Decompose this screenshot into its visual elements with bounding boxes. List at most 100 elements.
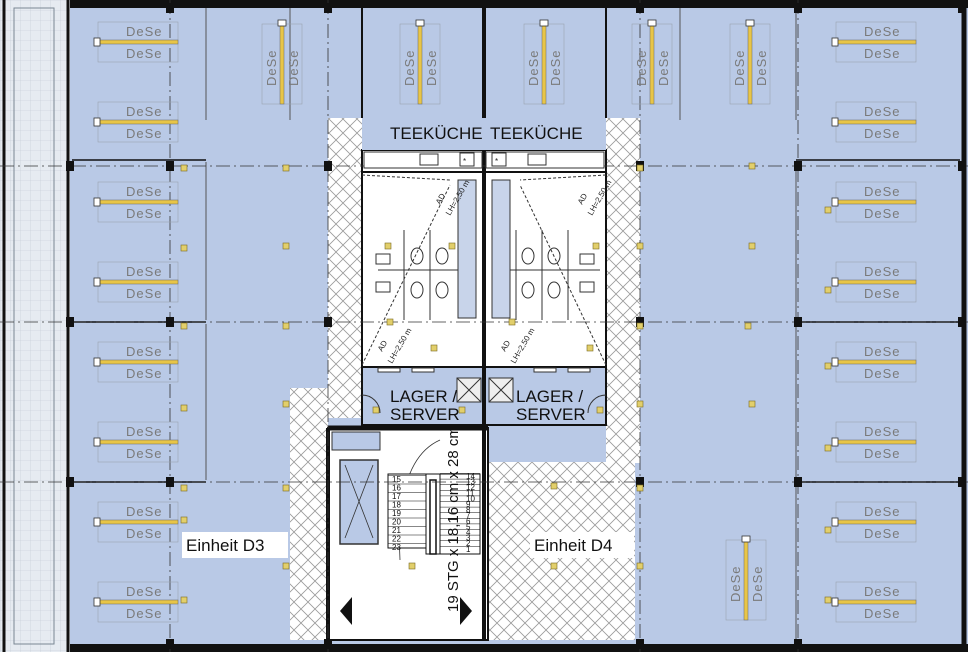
desk-label: DeSe: [126, 286, 163, 301]
column-icon: [324, 161, 332, 171]
desk-label: DeSe: [286, 49, 301, 86]
desk-label: DeSe: [864, 366, 901, 381]
stair-step-number: 4: [466, 528, 471, 537]
toilet-icon: [521, 247, 535, 265]
desk-label: DeSe: [264, 49, 279, 86]
stair-step-number: 23: [392, 543, 401, 552]
stair-step-number: 13: [466, 478, 475, 487]
desk-label: DeSe: [126, 104, 163, 119]
desks: DeSeDeSeDeSeDeSeDeSeDeSeDeSeDeSeDeSeDeSe…: [93, 19, 917, 623]
sink-icon: [527, 153, 547, 166]
svg-text:*: *: [495, 157, 498, 166]
sink-icon: [375, 281, 391, 293]
toilet-icon: [547, 281, 561, 299]
columns: [66, 3, 966, 649]
column-icon: [66, 477, 74, 487]
column-icon: [636, 477, 644, 487]
desk-label: DeSe: [126, 206, 163, 221]
teekueche-right-label: TEEKÜCHE: [490, 124, 583, 143]
door-swing-icon: [361, 394, 381, 414]
desk-label: DeSe: [864, 424, 901, 439]
stair-step-number: 3: [466, 534, 471, 543]
desk-label: DeSe: [126, 126, 163, 141]
desk-label: DeSe: [864, 584, 901, 599]
desk: DeSe DeSe: [261, 19, 303, 105]
column-icon: [794, 639, 802, 649]
sink-icon: [375, 253, 391, 265]
desk-label: DeSe: [126, 264, 163, 279]
desk-label: DeSe: [864, 24, 901, 39]
desk-label: DeSe: [732, 49, 747, 86]
desk-label: DeSe: [864, 504, 901, 519]
column-icon: [166, 161, 174, 171]
desk-label: DeSe: [126, 584, 163, 599]
stair-step-number: 14: [466, 472, 475, 481]
desk-label: DeSe: [864, 126, 901, 141]
desk-label: DeSe: [126, 366, 163, 381]
stair-step-number: 15: [392, 475, 401, 484]
sink-icon: [419, 153, 439, 166]
wc-fixtures: [361, 174, 607, 414]
column-icon: [794, 3, 802, 13]
desk-label: DeSe: [126, 344, 163, 359]
stair-step-number: 2: [466, 539, 471, 548]
column-icon: [636, 639, 644, 649]
desk-label: DeSe: [864, 526, 901, 541]
svg-text:*: *: [463, 157, 466, 166]
desk-label: DeSe: [656, 49, 671, 86]
column-icon: [166, 317, 174, 327]
desk-label: DeSe: [126, 184, 163, 199]
desk-label: DeSe: [864, 606, 901, 621]
column-icon: [66, 317, 74, 327]
desk-label: DeSe: [864, 206, 901, 221]
unit-d3-label: Einheit D3: [186, 536, 264, 555]
column-icon: [166, 477, 174, 487]
desk-label: DeSe: [526, 49, 541, 86]
kitchen-counter: * *: [363, 151, 605, 169]
stair-step-number: 16: [392, 484, 401, 493]
stair-step-number: 21: [392, 526, 401, 535]
desk-label: DeSe: [864, 184, 901, 199]
stair-step-number: 9: [466, 500, 471, 509]
desk-label: DeSe: [754, 49, 769, 86]
desk-label: DeSe: [864, 446, 901, 461]
toilet-icon: [410, 247, 424, 265]
toilet-icon: [435, 281, 449, 299]
desk-label: DeSe: [126, 24, 163, 39]
stair-step-number: 7: [466, 511, 471, 520]
toilet-icon: [435, 247, 449, 265]
stair-step-number: 8: [466, 506, 471, 515]
desk-label: DeSe: [864, 46, 901, 61]
desk-label: DeSe: [864, 344, 901, 359]
stair-step-number: 10: [466, 494, 475, 503]
column-icon: [324, 639, 332, 649]
stair-step-number: 11: [466, 489, 475, 498]
desk-label: DeSe: [424, 49, 439, 86]
stair-arrow-icon: [340, 597, 352, 625]
column-icon: [636, 317, 644, 327]
column-icon: [958, 3, 966, 13]
desk-label: DeSe: [728, 565, 743, 602]
column-icon: [794, 317, 802, 327]
stair-step-number: 6: [466, 517, 471, 526]
door-swing-icon: [361, 184, 451, 366]
desk-label: DeSe: [126, 446, 163, 461]
stair-step-number: 5: [466, 522, 471, 531]
